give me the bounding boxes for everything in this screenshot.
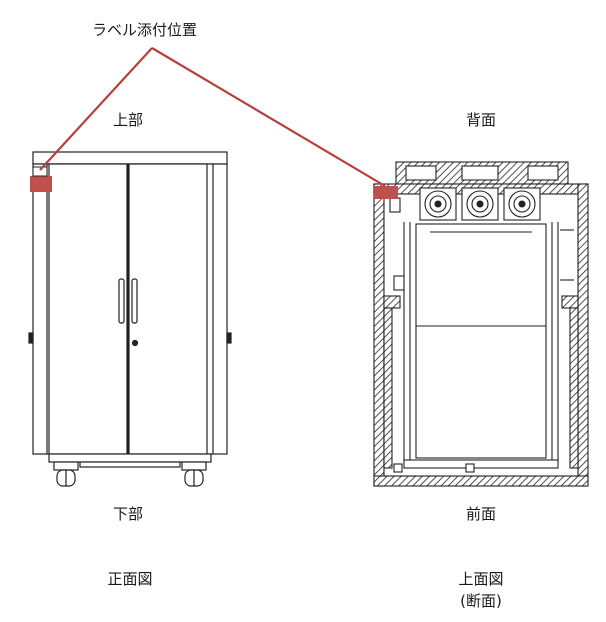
top-label-marker (374, 186, 398, 199)
cabinet-top-cap (32, 151, 228, 165)
cabinet-plinth (48, 453, 212, 463)
front-wall-section (373, 475, 589, 487)
right-door-handle (131, 278, 138, 324)
front-view-cabinet (28, 151, 232, 487)
leader-line-front (39, 47, 153, 171)
caster-left-icon (53, 461, 79, 487)
front-view-bottom-label: 下部 (112, 505, 144, 523)
label-position-title: ラベル添付位置 (92, 21, 198, 39)
left-door (48, 163, 128, 455)
equipment-bay (415, 223, 547, 459)
top-view-section (373, 161, 589, 487)
top-view-front-label: 前面 (465, 505, 497, 523)
top-view-caption-line2: (断面) (460, 592, 502, 610)
front-view-top-label: 上部 (112, 111, 144, 129)
leader-lines (39, 47, 386, 187)
fan-3-icon (503, 187, 541, 221)
top-view-back-label: 背面 (465, 111, 497, 129)
fan-2-icon (461, 187, 499, 221)
caster-right-icon (181, 461, 207, 487)
front-label-marker (30, 176, 52, 192)
left-wall-section (373, 183, 385, 487)
right-door (128, 163, 208, 455)
leader-line-top (151, 47, 386, 187)
front-view-caption: 正面図 (107, 570, 153, 588)
top-view-caption-line1: 上面図 (458, 570, 504, 588)
door-lock-icon (131, 339, 139, 347)
fan-1-icon (419, 187, 457, 221)
left-door-handle (118, 278, 125, 324)
right-wall-section (577, 183, 589, 487)
